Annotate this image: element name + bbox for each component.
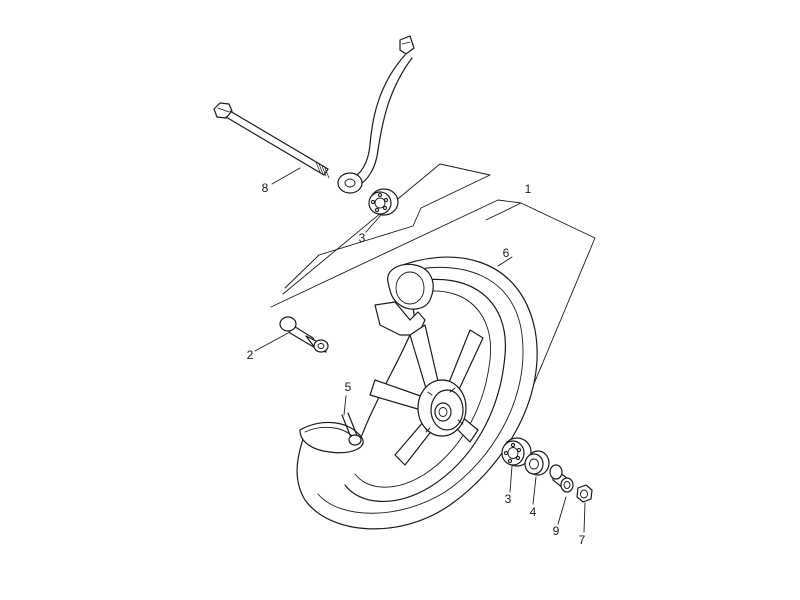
speedometer-cable: [337, 35, 415, 194]
callout-5: 5: [345, 380, 352, 394]
bearing-upper: [368, 188, 399, 216]
leader-lines: [254, 167, 586, 533]
axle-bolt: [213, 102, 330, 179]
callout-labels: 1 2 3 3 4 5 6 7 8 9: [247, 181, 586, 547]
assembly-bracket: [270, 163, 596, 442]
callout-9: 9: [553, 524, 560, 538]
wheel-spacer: [549, 464, 574, 493]
callout-8: 8: [262, 181, 269, 195]
callout-3-upper: 3: [359, 231, 366, 245]
callout-1: 1: [525, 182, 532, 196]
spacer-collar: [279, 316, 329, 353]
valve-stem: [341, 412, 362, 446]
callout-6: 6: [503, 246, 510, 260]
callout-4: 4: [530, 505, 537, 519]
callout-3-lower: 3: [505, 492, 512, 506]
wheel-assembly: [296, 256, 538, 530]
axle-nut: [576, 484, 593, 503]
callout-7: 7: [579, 533, 586, 547]
bearing-lower: [501, 437, 532, 467]
oil-seal: [524, 450, 550, 476]
callout-2: 2: [247, 348, 254, 362]
